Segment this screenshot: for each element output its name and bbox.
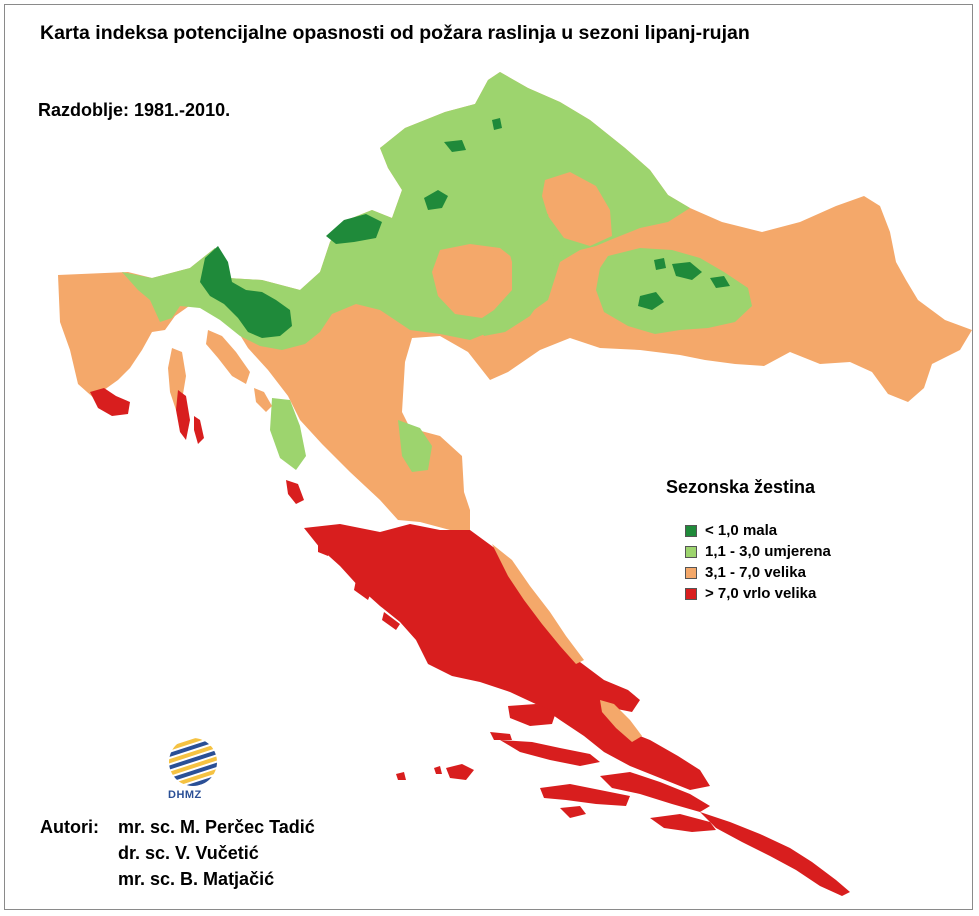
island-very-high-vis [446, 764, 474, 780]
island-very-high-mljet [650, 814, 716, 832]
region-low-east4 [654, 258, 666, 270]
region-moderate-center [476, 210, 555, 336]
region-low-north3 [444, 140, 466, 152]
island-very-high-losinj [176, 390, 190, 440]
authors-label: Autori: [40, 817, 99, 837]
author-name: dr. sc. V. Vučetić [118, 843, 259, 863]
region-high-north-blob [542, 172, 612, 246]
legend-item: 1,1 - 3,0 umjerena [685, 541, 831, 562]
legend: < 1,0 mala 1,1 - 3,0 umjerena 3,1 - 7,0 … [685, 520, 831, 604]
island-very-high-peljesac [600, 772, 710, 812]
legend-label: 3,1 - 7,0 velika [705, 564, 806, 581]
legend-item: > 7,0 vrlo velika [685, 583, 831, 604]
region-very-high-istria [90, 388, 130, 416]
island-very-high-small2 [434, 766, 442, 774]
region-low-east1 [638, 292, 664, 310]
region-moderate-lika [270, 398, 306, 470]
map-title: Karta indeksa potencijalne opasnosti od … [40, 22, 750, 44]
island-very-high-small5 [354, 580, 372, 600]
legend-swatch-low [685, 524, 697, 537]
island-very-high-hvar [500, 740, 600, 766]
island-very-high-korcula [540, 784, 630, 806]
island-high-krk [206, 330, 250, 384]
legend-item: < 1,0 mala [685, 520, 831, 541]
author-name: mr. sc. M. Perčec Tadić [118, 817, 315, 837]
author-name: mr. sc. B. Matjačić [118, 869, 275, 889]
legend-swatch-high [685, 566, 697, 579]
island-very-high-brac [508, 704, 556, 726]
region-low-north2 [424, 190, 448, 210]
region-low-north1 [326, 214, 382, 244]
island-high-rab [254, 388, 272, 412]
region-moderate-lika2 [398, 420, 432, 472]
region-high-central-blob [432, 244, 520, 318]
region-low-north4 [492, 118, 502, 130]
island-very-high-pag [286, 480, 304, 504]
region-very-high-dubrovnik [700, 812, 850, 896]
legend-swatch-veryhigh [685, 587, 697, 600]
region-low-gorski [200, 246, 292, 338]
island-very-high-1 [194, 416, 204, 444]
region-high-makarska [600, 700, 642, 742]
island-very-high-lastovo [560, 806, 586, 818]
region-very-high-dalmatia [304, 524, 710, 790]
legend-title: Sezonska žestina [666, 477, 816, 497]
region-low-east3 [710, 276, 730, 288]
island-very-high-small1 [396, 772, 406, 780]
region-moderate-east [596, 248, 752, 334]
region-high-coastal-strip [492, 544, 584, 664]
legend-swatch-moderate [685, 545, 697, 558]
region-low-east2 [672, 262, 702, 280]
island-very-high-small3 [490, 732, 512, 740]
authors-block: Autori: mr. sc. M. Perčec Tadić dr. sc. … [40, 814, 315, 892]
legend-label: 1,1 - 3,0 umjerena [705, 543, 831, 560]
dhmz-globe-icon [169, 738, 217, 786]
legend-label: > 7,0 vrlo velika [705, 585, 817, 602]
island-very-high-small4 [318, 540, 330, 556]
legend-label: < 1,0 mala [705, 522, 778, 539]
legend-item: 3,1 - 7,0 velika [685, 562, 831, 583]
island-very-high-small6 [382, 612, 400, 630]
period-label: Razdoblje: 1981.-2010. [38, 100, 231, 120]
dhmz-logo-text: DHMZ [168, 789, 202, 801]
